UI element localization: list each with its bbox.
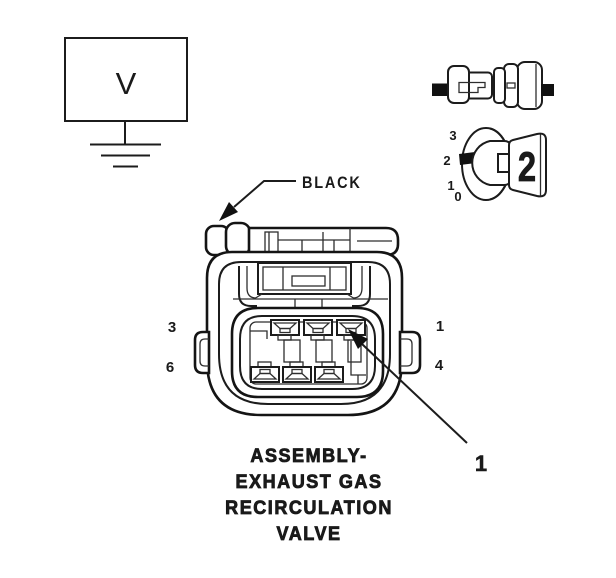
caption-line-4: VALVE (277, 523, 342, 545)
pin-label-6: 6 (166, 359, 174, 376)
voltmeter-icon: V (64, 37, 188, 122)
caption-line-2: EXHAUST GAS (236, 471, 383, 493)
voltmeter-box (64, 37, 188, 122)
callout-arrowhead (348, 329, 368, 349)
terminal-pin (270, 319, 300, 341)
side-tab-right (398, 330, 422, 375)
callout-label: 1 (475, 451, 487, 476)
plug-key-slot (458, 81, 486, 94)
terminal-pin (303, 319, 333, 341)
pin-label-1: 1 (436, 318, 444, 335)
leader-arrowhead (219, 202, 238, 221)
ground-icon (90, 121, 161, 168)
terminal-pin (282, 361, 312, 383)
connector-top-latch (204, 221, 400, 257)
connector-cavity (230, 306, 385, 399)
meter-dial-icon: 3 2 1 0 2 (443, 127, 547, 204)
dial-scale-label-2: 2 (443, 153, 450, 168)
caption-line-1: ASSEMBLY- (250, 445, 367, 467)
dial-scale-label-3: 3 (449, 128, 456, 143)
figure-caption: ASSEMBLY- EXHAUST GAS RECIRCULATION VALV… (225, 444, 393, 545)
pin-label-3: 3 (168, 319, 176, 336)
dial-value: 2 (518, 143, 536, 190)
pin-callout-arrow (348, 329, 468, 444)
pin-label-4: 4 (435, 357, 444, 374)
dial-face-plate (508, 132, 547, 198)
side-tab-left (193, 330, 211, 375)
dial-scale-label-0: 0 (454, 189, 461, 204)
voltmeter-label: V (116, 66, 137, 101)
terminal-pin (250, 361, 280, 383)
black-wire-label-group: BLACK (302, 174, 362, 192)
caption-line-3: RECIRCULATION (225, 497, 393, 519)
dial-scale-label-1: 1 (447, 178, 454, 193)
secondary-lock-window (257, 262, 352, 295)
terminal-pin (314, 361, 344, 383)
disconnect-connector-icon (432, 61, 554, 110)
black-leader-arrow (219, 180, 296, 221)
egr-connector-drawing: 3 6 1 4 (166, 221, 444, 417)
wire-color-label: BLACK (302, 174, 362, 192)
dial-collar (471, 140, 512, 186)
wire-stub-left (432, 83, 449, 96)
wire-stub-right (541, 84, 554, 96)
